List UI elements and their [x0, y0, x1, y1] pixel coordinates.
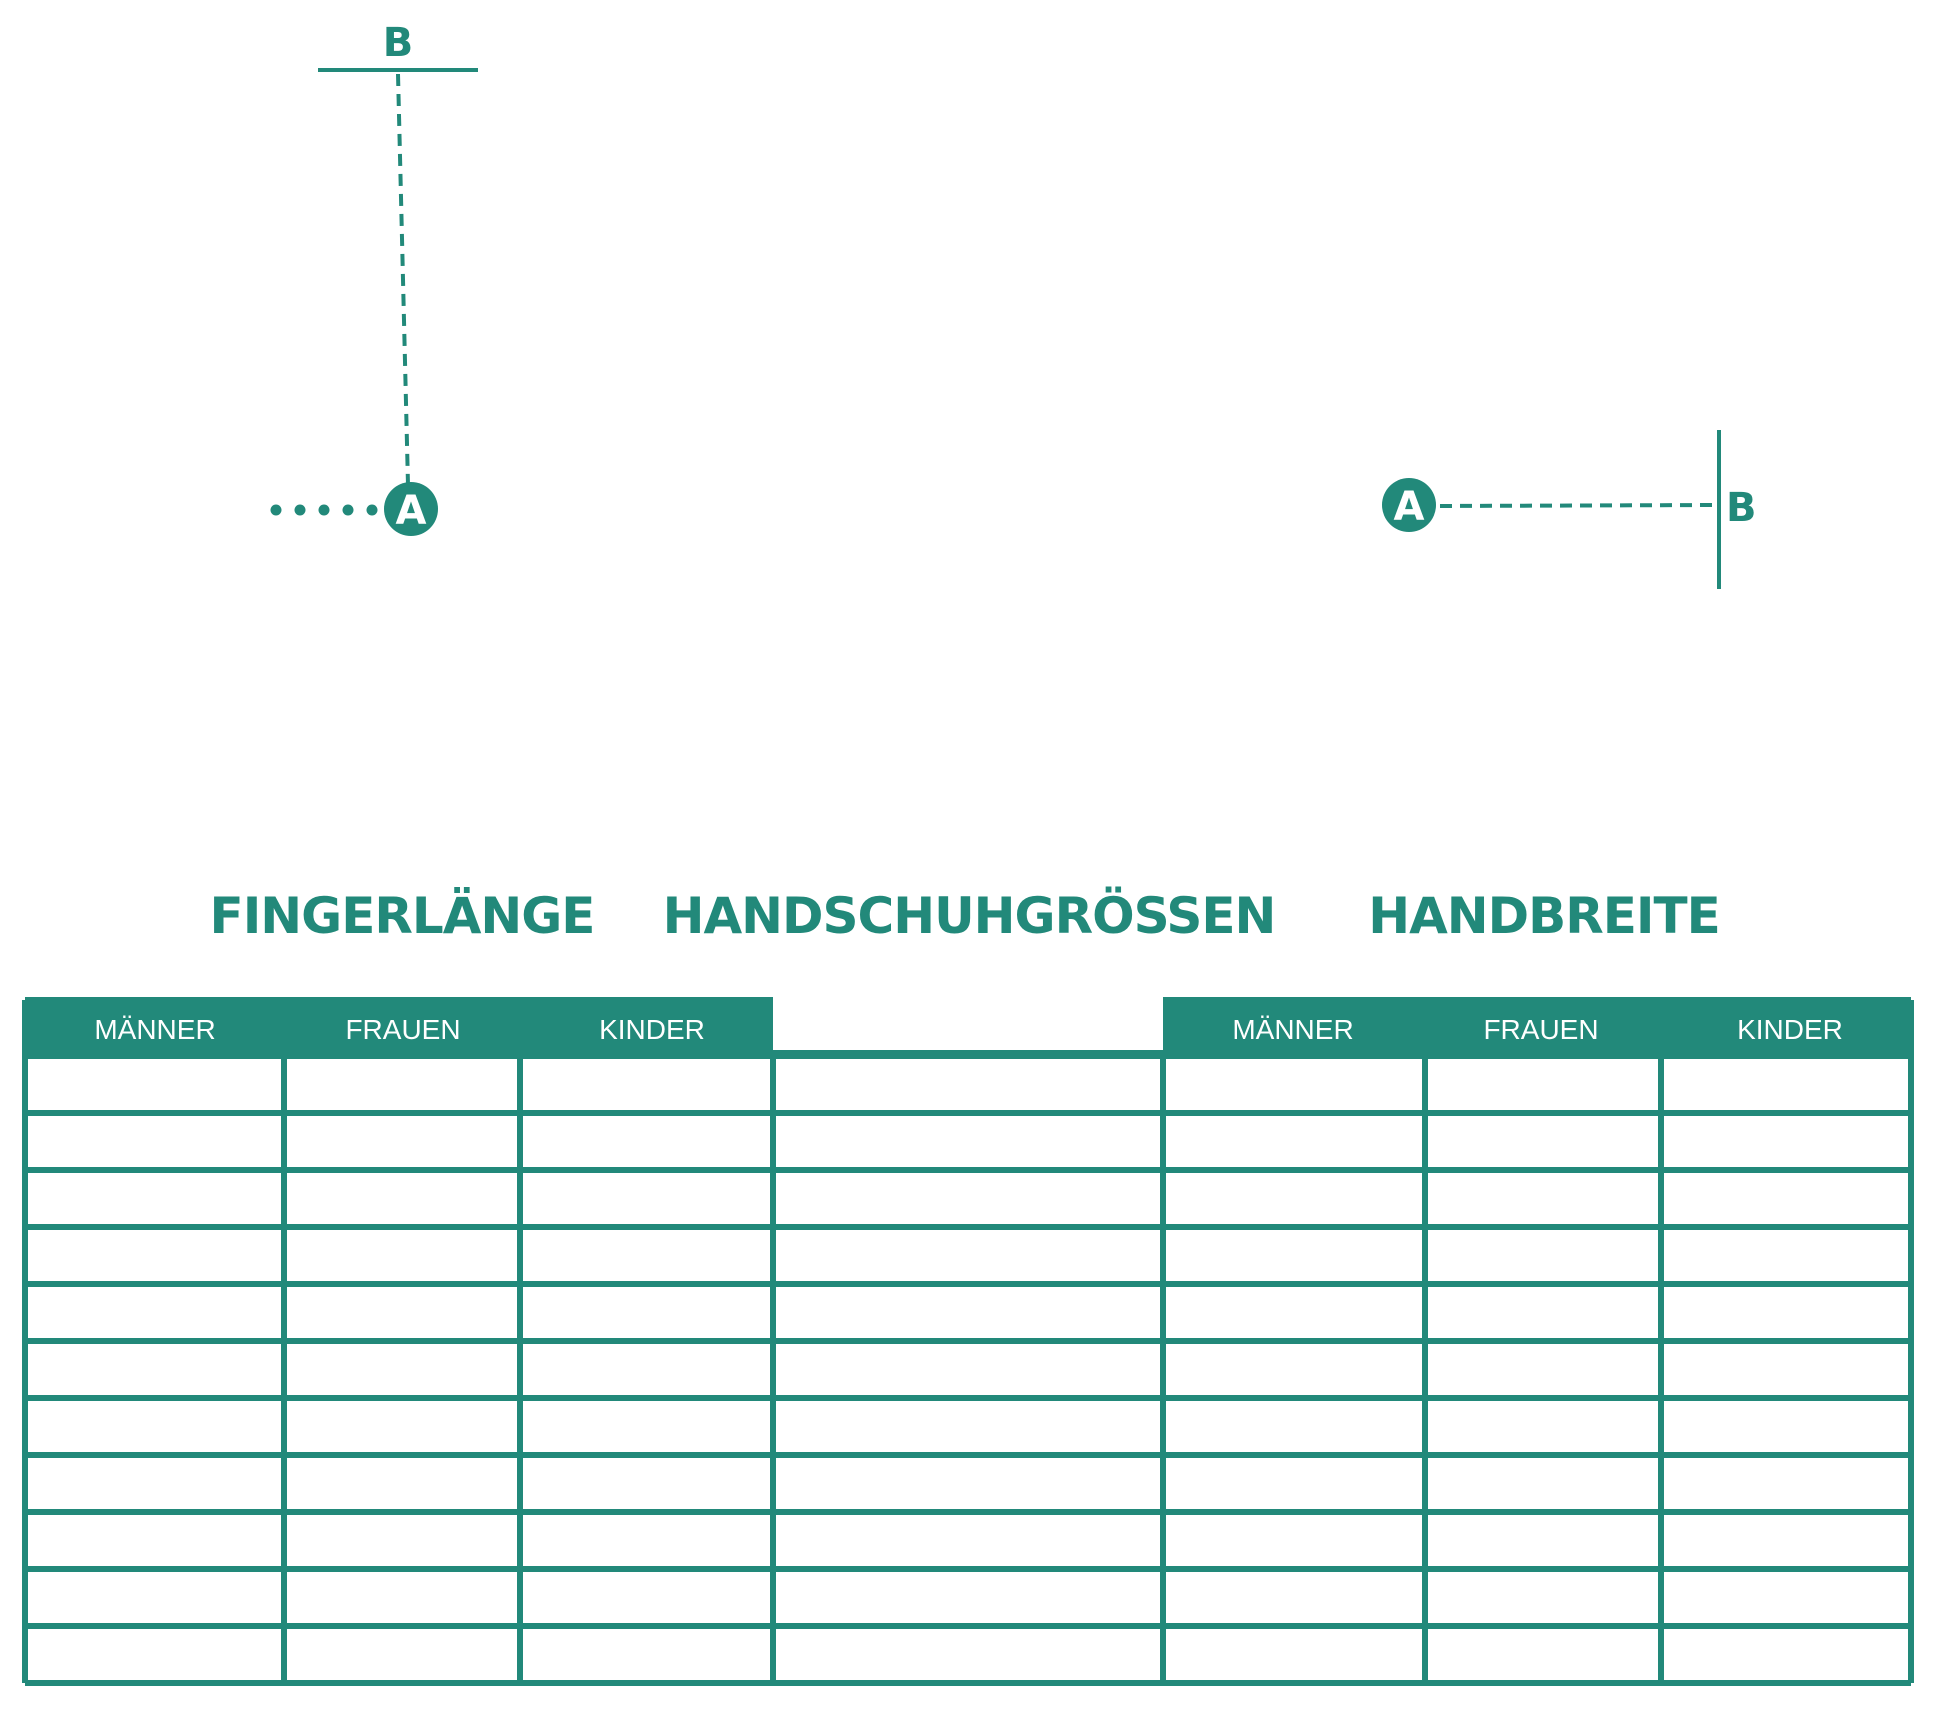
left-column-headers: MÄNNER FRAUEN KINDER: [94, 1014, 705, 1045]
heading-hand-width: HANDBREITE: [1368, 887, 1720, 945]
finger-dotted-line: [270, 504, 378, 516]
hand-width-diagram: A B: [1382, 430, 1757, 589]
width-label-b: B: [1726, 485, 1757, 531]
finger-label-a: A: [396, 488, 427, 534]
hand-width-dashed-line: [1439, 503, 1717, 508]
size-table-grid: [22, 997, 1914, 1686]
finger-label-b: B: [383, 20, 414, 66]
finger-point-a-marker: [384, 482, 438, 536]
col-head-left-women: FRAUEN: [345, 1014, 460, 1045]
width-point-a-marker: [1382, 478, 1436, 532]
heading-finger-length: FINGERLÄNGE: [210, 887, 595, 945]
left-header-band: [25, 1000, 773, 1056]
heading-glove-sizes: HANDSCHUHGRÖSSEN: [663, 886, 1276, 945]
col-head-left-children: KINDER: [599, 1014, 705, 1045]
right-column-headers: MÄNNER FRAUEN KINDER: [1232, 1014, 1843, 1045]
right-header-band: [1163, 1000, 1911, 1056]
col-head-right-women: FRAUEN: [1483, 1014, 1598, 1045]
finger-length-dashed-line: [396, 73, 410, 486]
col-head-right-men: MÄNNER: [1232, 1014, 1353, 1045]
col-head-left-men: MÄNNER: [94, 1014, 215, 1045]
width-label-a: A: [1394, 484, 1425, 530]
col-head-right-children: KINDER: [1737, 1014, 1843, 1045]
finger-length-diagram: B A: [270, 20, 478, 536]
